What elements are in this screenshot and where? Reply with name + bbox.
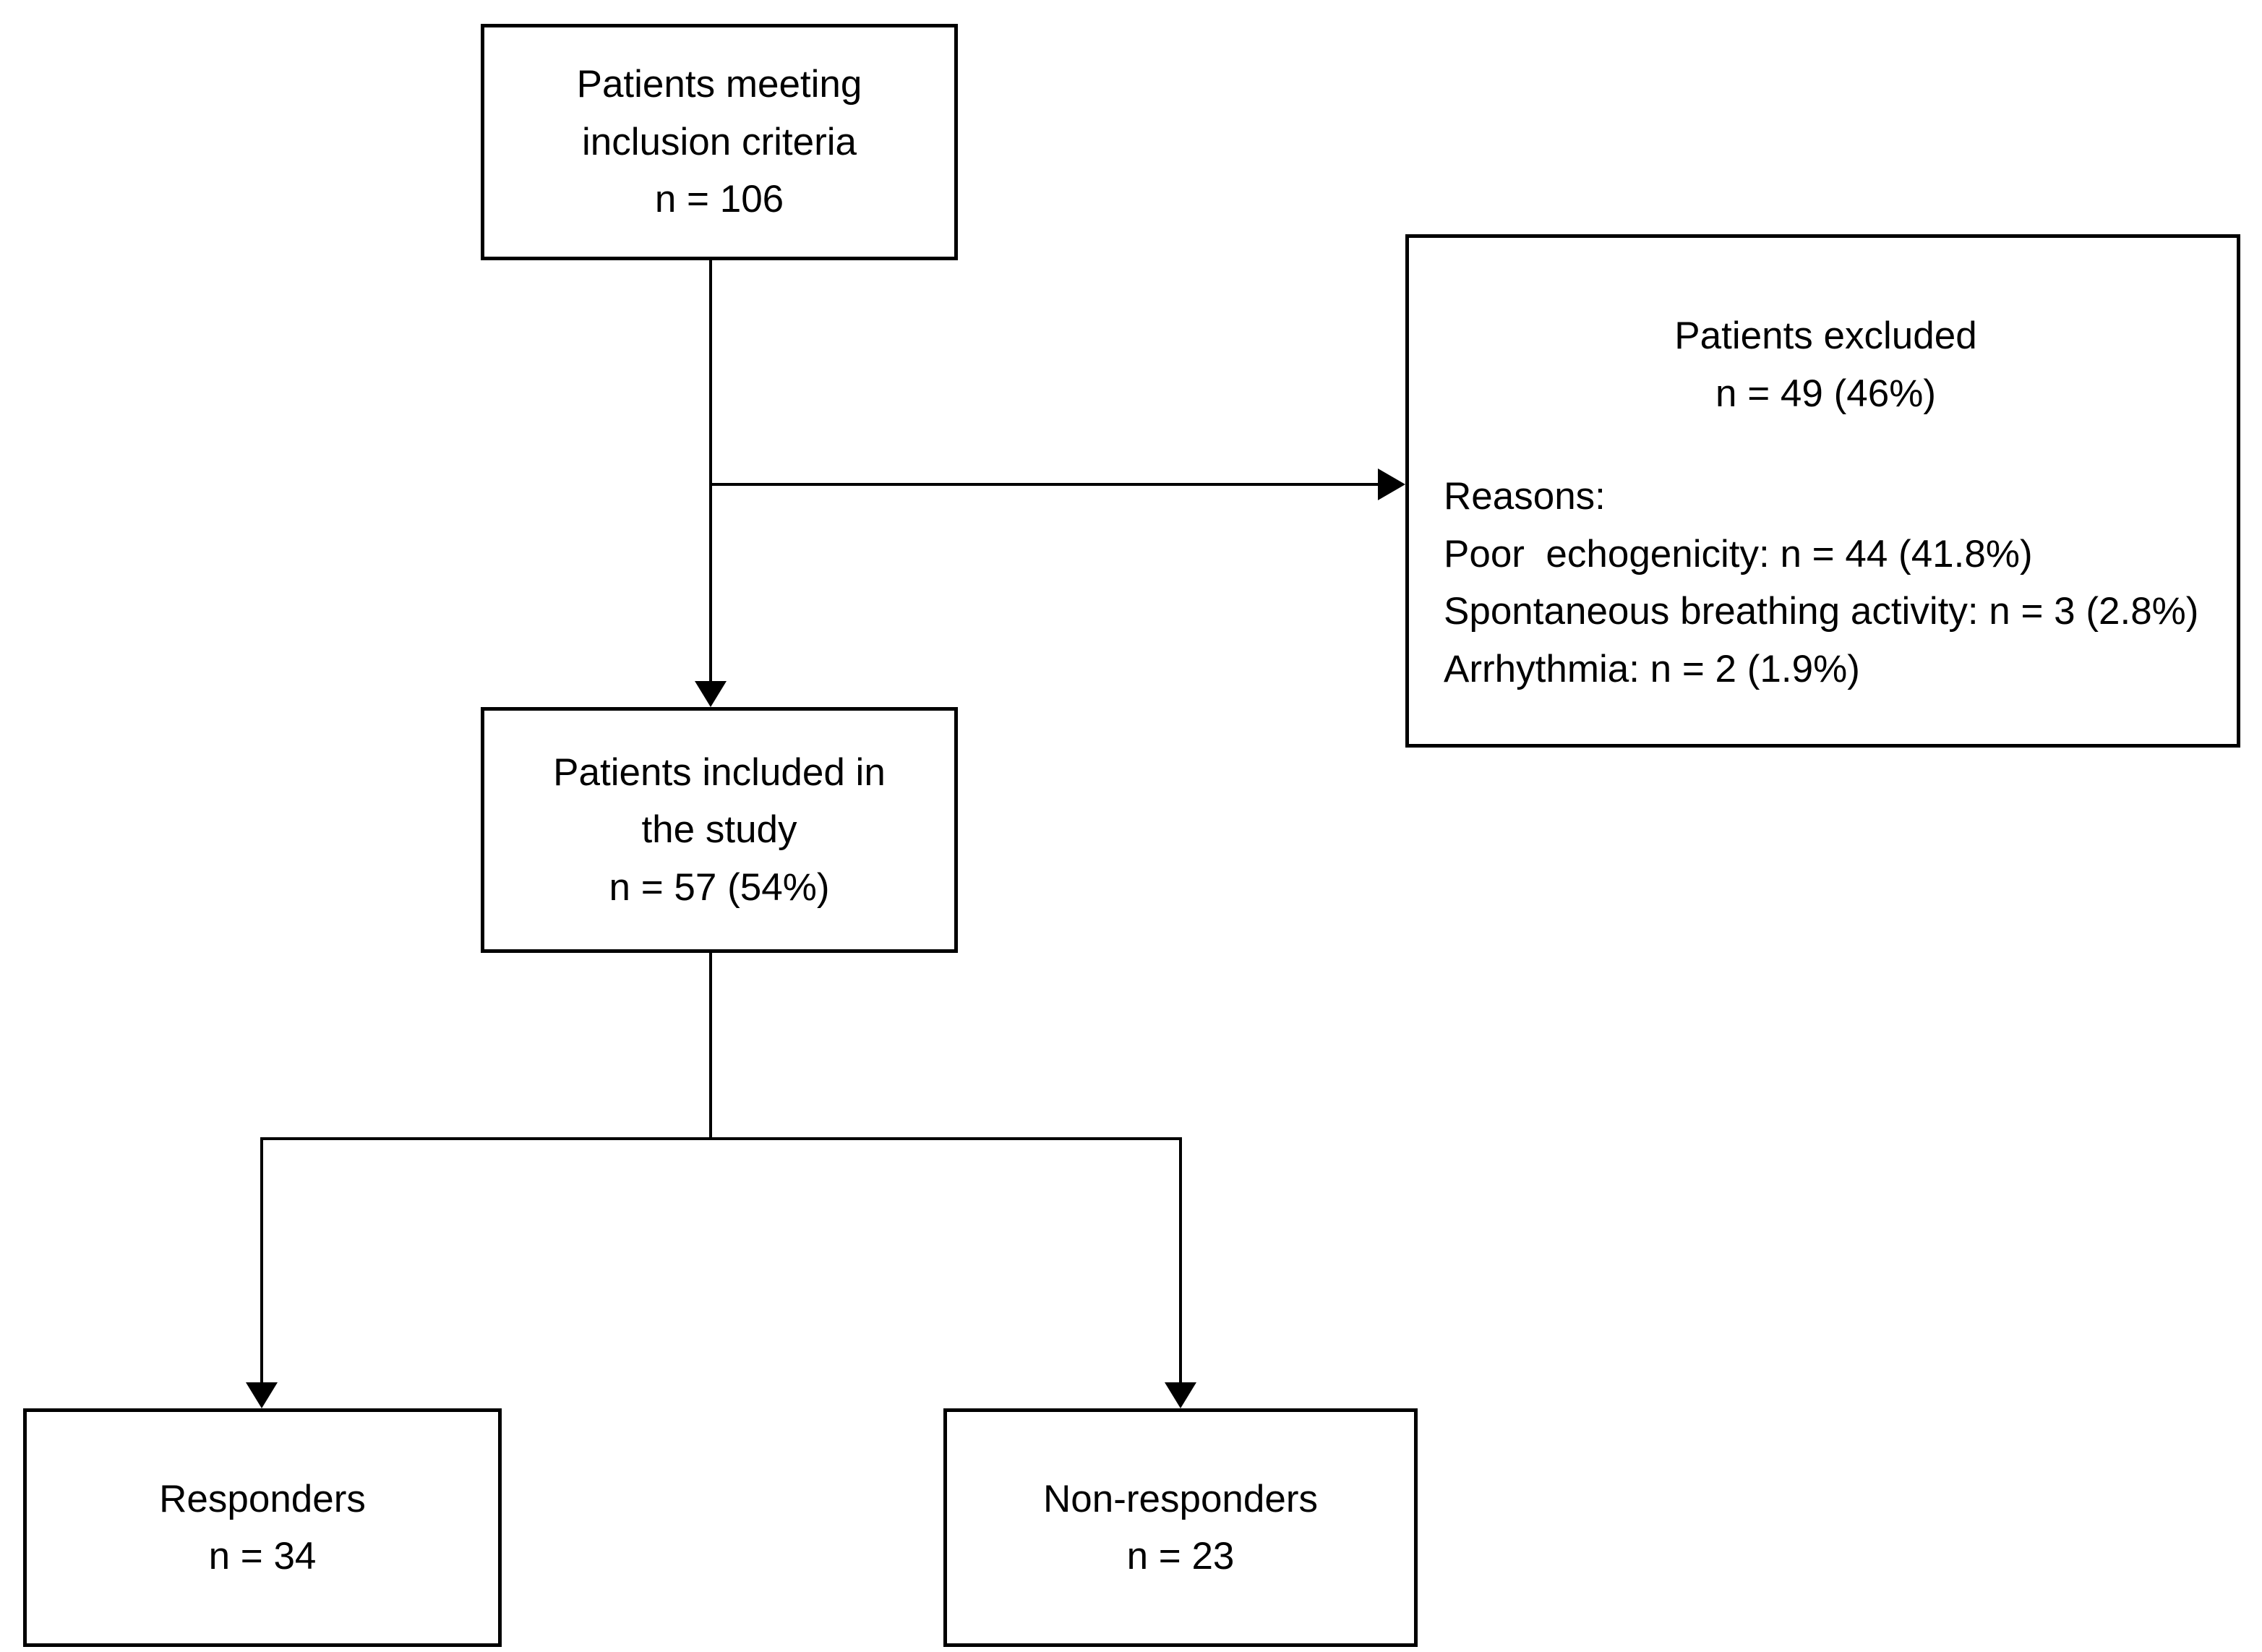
right-arrowhead-excluded-icon	[1378, 468, 1405, 500]
responders-label: Responders	[159, 1477, 366, 1520]
connector-split-to-responders	[260, 1137, 263, 1384]
responders-box: Responders n = 34	[23, 1408, 502, 1647]
excluded-box: Patients excluded n = 49 (46%) Reasons: …	[1405, 234, 2240, 748]
connector-included-to-split	[709, 953, 712, 1140]
reason-poor-echogenicity: Poor echogenicity: n = 44 (41.8%)	[1444, 532, 2033, 575]
reasons-header: Reasons:	[1444, 475, 1606, 518]
inclusion-criteria-box: Patients meeting inclusion criteria n = …	[481, 24, 958, 260]
connector-inclusion-to-included	[709, 260, 712, 682]
reason-arrhythmia: Arrhythmia: n = 2 (1.9%)	[1444, 647, 1860, 690]
connector-split-to-nonresponders	[1179, 1137, 1182, 1384]
included-box: Patients included in the study n = 57 (5…	[481, 707, 958, 953]
included-count: n = 57 (54%)	[609, 865, 830, 909]
excluded-title: Patients excluded	[1674, 314, 1977, 357]
non-responders-box: Non-responders n = 23	[943, 1408, 1418, 1647]
excluded-count: n = 49 (46%)	[1715, 372, 1936, 415]
inclusion-line-2: inclusion criteria	[582, 120, 857, 163]
excluded-reasons-list: Reasons: Poor echogenicity: n = 44 (41.8…	[1444, 468, 2208, 698]
non-responders-label: Non-responders	[1042, 1477, 1319, 1520]
connector-split-horizontal	[260, 1137, 1182, 1140]
down-arrowhead-included-icon	[695, 681, 727, 707]
inclusion-count: n = 106	[654, 178, 784, 221]
responders-count: n = 34	[208, 1535, 317, 1578]
down-arrowhead-responders-icon	[246, 1382, 278, 1408]
non-responders-count: n = 23	[1126, 1535, 1235, 1578]
inclusion-line-1: Patients meeting	[576, 63, 862, 106]
connector-branch-to-excluded	[711, 483, 1378, 486]
down-arrowhead-nonresponders-icon	[1165, 1382, 1196, 1408]
reason-spontaneous-breathing: Spontaneous breathing activity: n = 3 (2…	[1444, 590, 2199, 633]
included-line-1: Patients included in	[553, 750, 886, 794]
included-line-2: the study	[641, 808, 797, 852]
